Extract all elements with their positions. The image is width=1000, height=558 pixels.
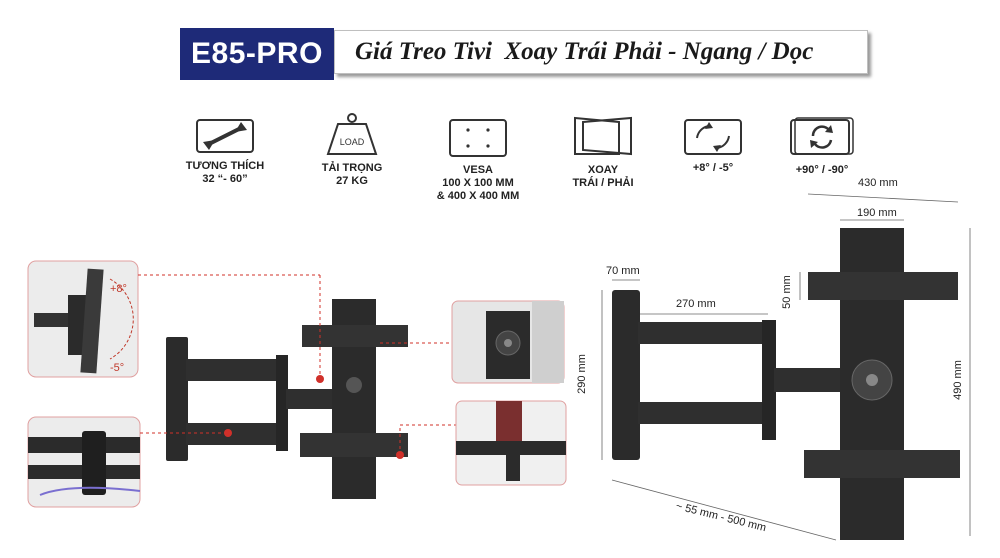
spec-load-label: TẢI TRỌNG 27 KG [321, 162, 383, 187]
spec-compatibility-label: TƯƠNG THÍCH 32 “- 60” [185, 160, 265, 185]
spec-rotate: +90° / -90° [752, 116, 892, 177]
spec-swivel-label: XOAY TRÁI / PHẢI [572, 164, 634, 189]
upper-arm [186, 359, 284, 381]
lower-arm [186, 423, 284, 445]
dim-top-rail [808, 272, 958, 300]
product-name: Giá Treo Tivi Xoay Trái Phải - Ngang / D… [334, 30, 868, 74]
title-banner: E85-PRO Giá Treo Tivi Xoay Trái Phải - N… [180, 28, 870, 80]
spec-load: LOAD TẢI TRỌNG 27 KG [282, 112, 422, 188]
mount-dimension-drawing [601, 193, 971, 541]
dim-total-height: 490 mm [951, 360, 964, 400]
spec-compatibility: TƯƠNG THÍCH 32 “- 60” [155, 118, 295, 186]
vesa-pattern-icon [449, 119, 507, 157]
dim-wall-plate [612, 290, 640, 460]
spec-vesa-label: VESA 100 X 100 MM & 400 X 400 MM [436, 164, 520, 202]
wall-plate [166, 337, 188, 461]
spec-vesa: VESA 100 X 100 MM & 400 X 400 MM [408, 118, 548, 203]
swivel-screens-icon [574, 116, 632, 156]
tilt-up-label: +8° [110, 283, 127, 295]
spec-rotate-label: +90° / -90° [795, 164, 849, 176]
tilt-rotate-icon [684, 119, 742, 155]
weight-load-icon: LOAD [326, 113, 378, 155]
rotate-circle-icon [790, 117, 854, 155]
resize-arrow-icon [196, 119, 254, 153]
dim-wall-plate-height: 290 mm [575, 354, 588, 394]
weight-icon-text: LOAD [340, 137, 365, 147]
extension-arm [286, 389, 346, 409]
spec-tilt: +8° / -5° [643, 118, 783, 175]
top-rail [302, 325, 408, 347]
dim-top-offset: 50 mm [780, 275, 793, 309]
tilt-down-label: -5° [110, 362, 125, 374]
dim-plate-width: 70 mm [606, 265, 640, 277]
dim-arm-length: 270 mm [676, 298, 716, 310]
bottom-rail [300, 433, 408, 457]
spec-swivel: XOAY TRÁI / PHẢI [533, 114, 673, 190]
model-code: E85-PRO [180, 28, 334, 80]
dim-inner-width: 190 mm [857, 207, 897, 219]
spec-tilt-label: +8° / -5° [692, 162, 734, 174]
dim-bottom-rail [804, 450, 960, 478]
dim-top-width: 430 mm [858, 177, 898, 189]
mount-illustration-left [27, 260, 567, 508]
